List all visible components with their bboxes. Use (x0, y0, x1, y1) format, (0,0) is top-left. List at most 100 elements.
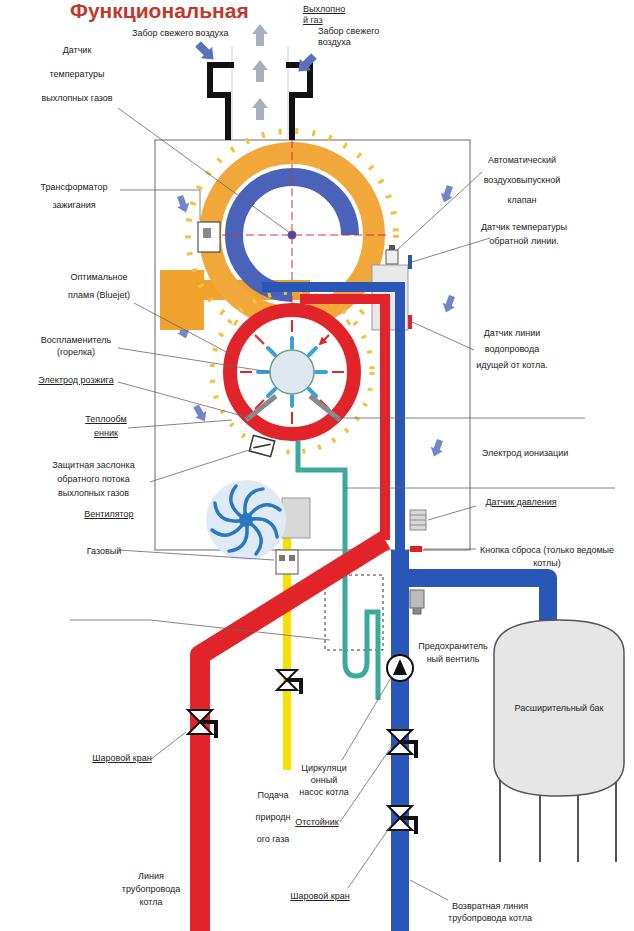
part-label: Трансформатор зажигания (30, 178, 118, 214)
illustration-part (222, 520, 257, 555)
illustration-part (342, 676, 392, 760)
tank-outline (494, 620, 624, 796)
part-label: Предохранитель ный вентиль (416, 640, 490, 666)
node-label: Расширительный бак (504, 702, 614, 714)
illustration-part (410, 510, 426, 530)
diagram-title: Функциональная (70, 0, 249, 24)
illustration-part (230, 310, 354, 434)
part-label: Забор свежего воздуха (318, 26, 386, 48)
part-label: Возвратная линия трубопровода котла (438, 900, 542, 924)
part-label: Газовый (80, 545, 128, 557)
illustration-part (345, 488, 615, 489)
illustration-part (393, 659, 407, 675)
supply-sensor (408, 315, 412, 329)
illustration-part (440, 294, 458, 315)
illustration-part (293, 50, 320, 77)
illustration-part (252, 98, 268, 120)
tank-branch (400, 578, 548, 626)
part-label: Линия трубопровода котла (116, 870, 186, 909)
valve-handles (200, 680, 416, 834)
part-label: Забор свежего воздуха (132, 28, 242, 39)
illustration-part (410, 880, 448, 900)
illustration-part (412, 322, 474, 350)
part-label: Защитная заслонка обратного потока выхло… (36, 458, 151, 500)
part-label: Датчик линии водопровода идущей от котла… (468, 325, 556, 373)
ignition-transformer (198, 222, 220, 252)
illustration-part (400, 742, 416, 758)
illustration-part (235, 485, 270, 520)
illustration-part (160, 270, 204, 330)
part-label: Отстойник (290, 816, 344, 828)
illustration-part (330, 418, 585, 419)
illustration-part (192, 38, 219, 65)
part-label: Шаровой кран (288, 890, 352, 902)
pressure-sensor (410, 510, 426, 530)
illustration-part (410, 515, 426, 525)
boiler-housing (155, 140, 470, 550)
air-flow-arrows (174, 184, 458, 459)
node-text-wrap: Расширительный бак (504, 702, 614, 714)
part-label: Автоматический воздуховыпускной клапан (472, 150, 572, 210)
illustration-part (340, 746, 392, 822)
part-label: Датчик температуры обратной линии. (478, 220, 570, 248)
part-label: Кнопка сброса (только ведомые котлы) (466, 544, 628, 570)
illustration-part (252, 24, 268, 46)
illustration-part (200, 722, 216, 738)
return-sensor (408, 255, 412, 269)
illustration-part (412, 238, 490, 262)
expansion-tank: Расширительный бак (490, 616, 628, 800)
part-label: Воспламенитель (горелка) (30, 334, 122, 358)
part-label: Электрод розжига (32, 374, 120, 386)
illustration-part (240, 320, 344, 424)
fan-housing (282, 498, 310, 538)
illustration-part (276, 550, 298, 574)
flue (210, 46, 310, 140)
reset-button (410, 546, 422, 552)
illustration-part (428, 506, 476, 520)
part-label: Датчик температуры выхлопных газов (38, 38, 116, 110)
backflow-damper (249, 435, 274, 456)
illustration-part (428, 438, 446, 459)
illustration-part (118, 382, 250, 418)
illustration-part (150, 732, 186, 760)
illustration-part (212, 292, 372, 452)
illustration-part (348, 824, 392, 888)
illustration-part (413, 608, 421, 614)
illustration-part (246, 396, 340, 420)
fan (206, 480, 286, 560)
part-label: Подача природн ого газа (250, 784, 296, 850)
illustration-part (128, 420, 232, 428)
illustration-part (252, 60, 268, 82)
illustration-part (270, 350, 314, 394)
illustration-part (118, 108, 290, 233)
illustration-part (410, 590, 424, 608)
illustration-part (134, 303, 232, 355)
illustration-part (424, 549, 476, 550)
part-label: Теплообм енник (82, 412, 130, 440)
illustration-part (438, 184, 456, 205)
part-label: Вентилятор (80, 508, 138, 520)
illustration-part (400, 818, 416, 834)
fresh-air-arrows (192, 38, 319, 77)
part-label: Циркуляци онный насос котла (298, 762, 350, 798)
illustration-part (174, 194, 192, 215)
illustration-part (211, 496, 246, 531)
illustration-part (203, 228, 211, 238)
air-vent (386, 245, 398, 264)
gas-valve (276, 550, 298, 574)
illustration-part (249, 435, 274, 456)
illustration-part (246, 509, 281, 544)
illustration-part (206, 480, 286, 560)
illustration-part (386, 250, 398, 264)
part-label: Датчик давления (476, 496, 566, 508)
exhaust-arrows (252, 24, 268, 120)
illustration-part (389, 245, 395, 250)
illustration-part (397, 172, 482, 250)
supply-line (200, 540, 385, 931)
illustration-part (150, 449, 252, 482)
illustration-part (118, 348, 270, 372)
part-label: Оптимальное пламя (Bluejet) (66, 268, 132, 304)
illustration-part (279, 555, 285, 561)
illustration-part (118, 550, 274, 560)
